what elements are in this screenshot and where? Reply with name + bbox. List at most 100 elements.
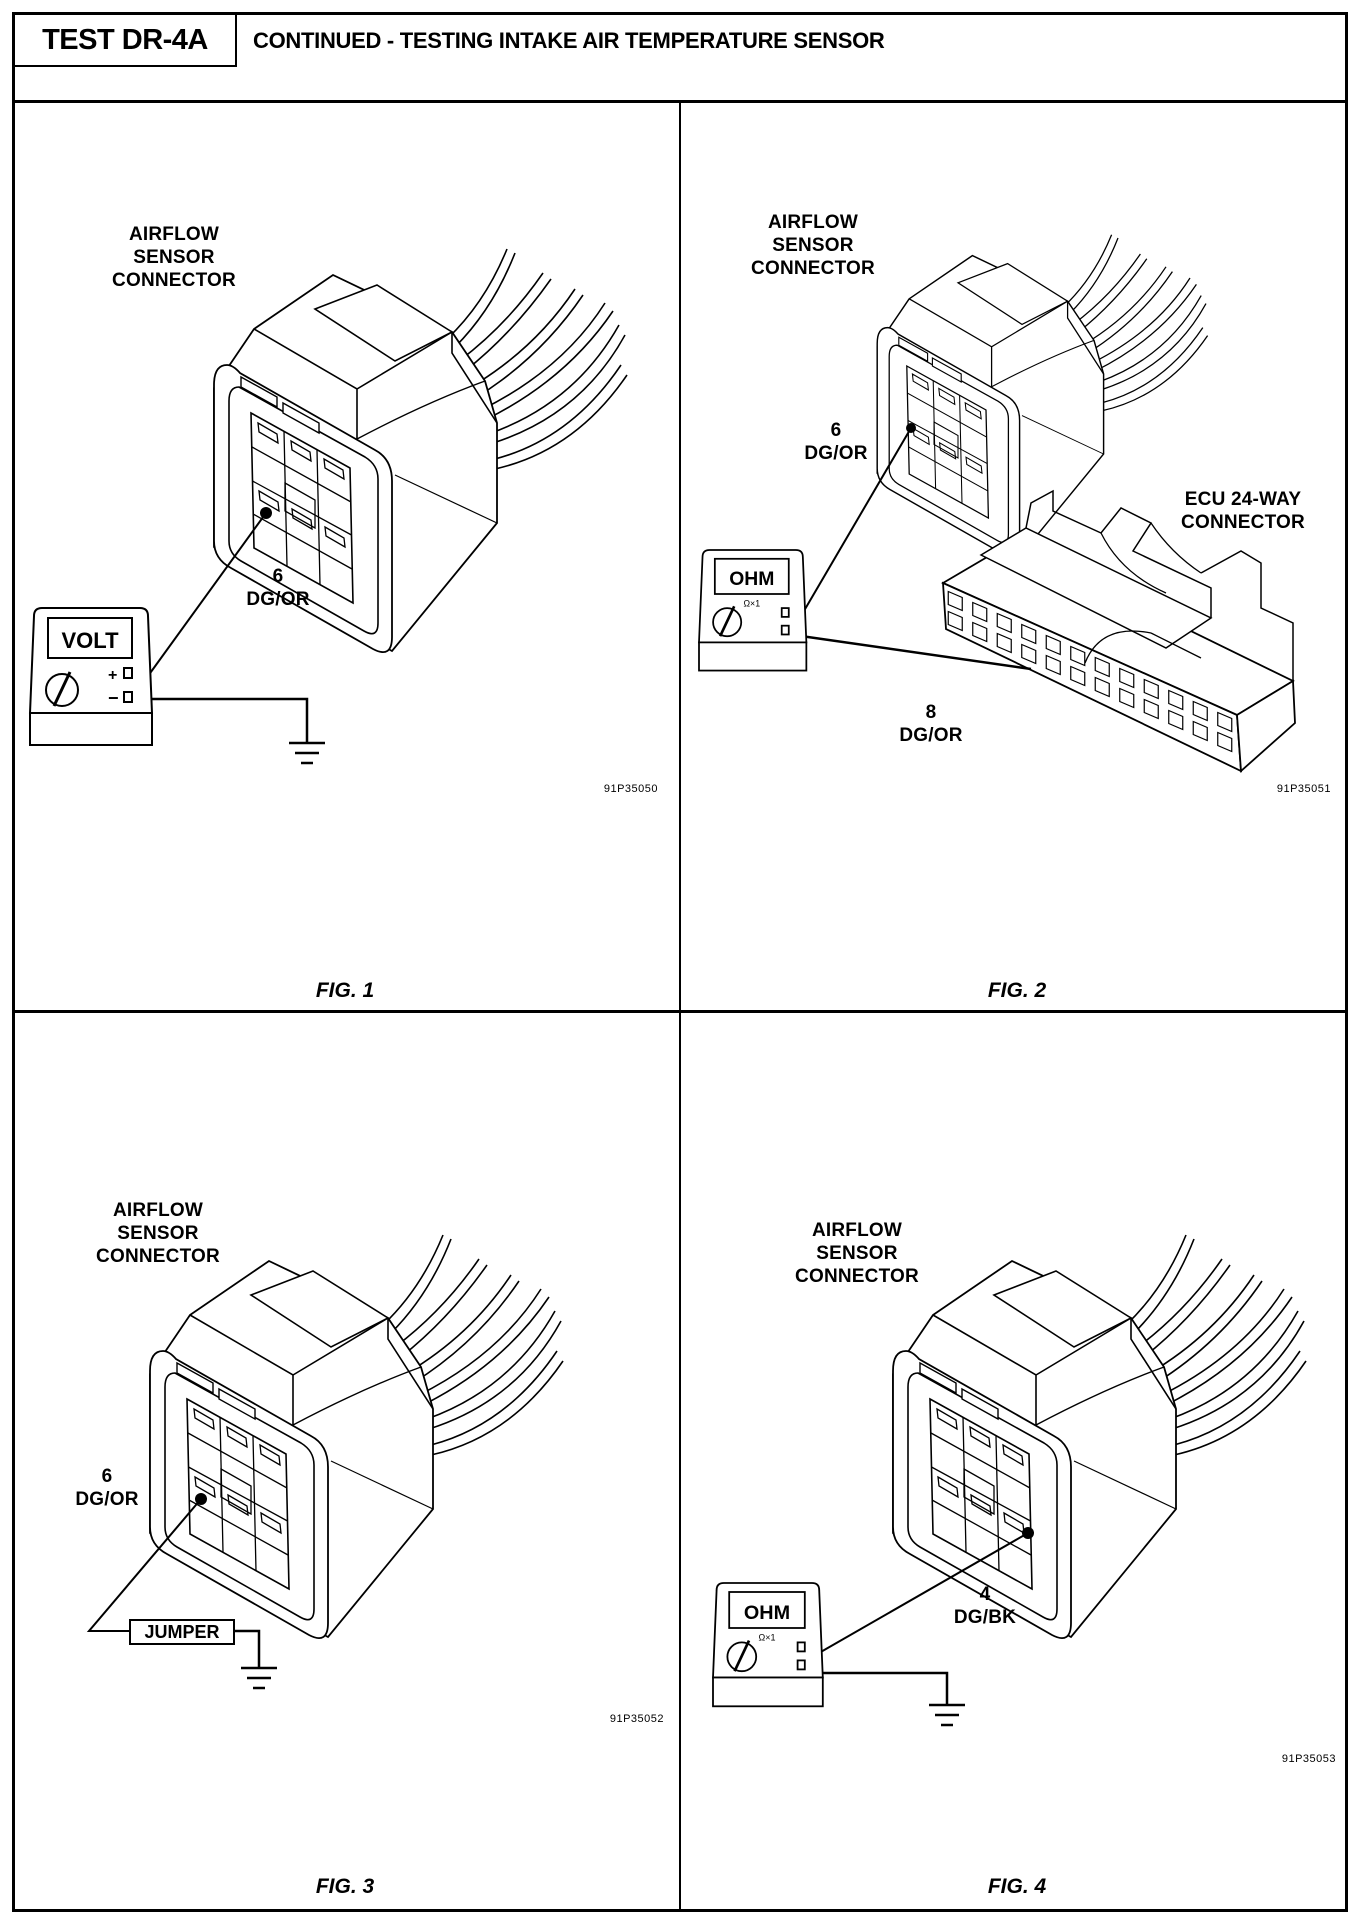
label-line: CONNECTOR bbox=[96, 1246, 220, 1267]
ohmmeter: OHM Ω×1 bbox=[698, 549, 808, 672]
figure-2-panel: OHM Ω×1 AIRFLOW SENSOR CONNECTOR 6 DG/OR… bbox=[681, 103, 1345, 1013]
figure-3-panel: JUMPER AIRFLOW SENSOR CONNECTOR 6 DG/OR … bbox=[15, 1013, 681, 1909]
sheet-header: TEST DR-4A CONTINUED - TESTING INTAKE AI… bbox=[15, 15, 1345, 103]
label-line: AIRFLOW bbox=[128, 224, 220, 245]
figure-code: 91P35051 bbox=[1276, 783, 1331, 795]
meter-display: OHM bbox=[744, 1602, 790, 1624]
label-line: CONNECTOR bbox=[795, 1266, 919, 1287]
figure-3-drawing bbox=[86, 1234, 564, 1690]
label-line: AIRFLOW bbox=[112, 1200, 204, 1221]
ecu-pin-cavity bbox=[1119, 687, 1135, 709]
page-title: CONTINUED - TESTING INTAKE AIR TEMPERATU… bbox=[253, 28, 885, 53]
ground-icon bbox=[927, 1703, 967, 1727]
figure-4-drawing: OHM Ω×1 bbox=[712, 1234, 1307, 1727]
jumper-wire: JUMPER bbox=[129, 1619, 235, 1645]
connector-label: AIRFLOW SENSOR CONNECTOR bbox=[112, 223, 236, 292]
label-line: AIRFLOW bbox=[811, 1220, 903, 1241]
ecu-pin-cavity bbox=[1021, 623, 1037, 645]
plus-terminal bbox=[123, 667, 133, 679]
meter-display: VOLT bbox=[61, 628, 119, 653]
wire-color: DG/OR bbox=[804, 443, 868, 464]
figure-caption: FIG. 4 bbox=[987, 1875, 1047, 1898]
label-line: CONNECTOR bbox=[751, 258, 875, 279]
ecu-pin-label: 8 DG/OR bbox=[899, 701, 962, 747]
ecu-pin-cavity bbox=[1045, 634, 1061, 656]
label-line: CONNECTOR bbox=[112, 270, 236, 291]
figure-caption: FIG. 3 bbox=[315, 1875, 375, 1898]
ground-icon bbox=[287, 741, 327, 765]
label-line: SENSOR bbox=[816, 1243, 898, 1264]
figure-4-panel: OHM Ω×1 AIRFLOW SENSOR CONNECTOR 4 DG/BK… bbox=[681, 1013, 1345, 1909]
figure-code: 91P35053 bbox=[1281, 1753, 1336, 1765]
pin-number: 4 bbox=[979, 1584, 991, 1605]
wire-color: DG/OR bbox=[899, 725, 963, 746]
pin-number: 6 bbox=[101, 1466, 113, 1487]
ecu-pin-cavity bbox=[1217, 711, 1233, 733]
figure-2-drawing: OHM Ω×1 bbox=[698, 234, 1296, 773]
ecu-pin-cavity bbox=[1143, 698, 1159, 720]
voltmeter: VOLT + − bbox=[28, 607, 154, 746]
ecu-pin-cavity bbox=[1021, 643, 1037, 665]
minus-terminal-label: − bbox=[108, 688, 119, 708]
ecu-pin-cavity bbox=[996, 632, 1012, 654]
label-line: AIRFLOW bbox=[767, 212, 859, 233]
ecu-pin-cavity bbox=[1070, 665, 1086, 687]
ecu-pin-cavity bbox=[1168, 709, 1184, 731]
ecu-pin-cavity bbox=[1143, 678, 1159, 700]
airflow-sensor-connector bbox=[876, 234, 1209, 559]
test-id: TEST DR-4A bbox=[15, 15, 237, 67]
test-sheet: TEST DR-4A CONTINUED - TESTING INTAKE AI… bbox=[12, 12, 1348, 1912]
ecu-pin-cavity bbox=[947, 590, 963, 612]
ecu-pin-cavity bbox=[1045, 654, 1061, 676]
ecu-pin-cavity bbox=[947, 610, 963, 632]
meter-lead-1 bbox=[800, 427, 912, 617]
airflow-sensor-connector bbox=[892, 1234, 1307, 1640]
positive-lead bbox=[147, 512, 267, 677]
pin-number: 6 bbox=[830, 420, 842, 441]
ohmmeter: OHM Ω×1 bbox=[712, 1582, 824, 1708]
terminal-1 bbox=[780, 607, 790, 618]
meter-lead-1 bbox=[818, 1532, 1029, 1654]
ecu-pin-cavity bbox=[1070, 645, 1086, 667]
figure-1-panel: VOLT + − AIRFLOW SENSOR CONNECTOR 6 DG/O… bbox=[15, 103, 681, 1013]
label-line: SENSOR bbox=[117, 1223, 199, 1244]
negative-lead bbox=[148, 697, 309, 743]
figure-1-drawing: VOLT + − bbox=[28, 248, 628, 765]
airflow-sensor-connector bbox=[149, 1234, 564, 1640]
pin-number: 6 bbox=[272, 566, 284, 587]
label-line: SENSOR bbox=[772, 235, 854, 256]
ecu-connector-label: ECU 24-WAY CONNECTOR bbox=[1181, 488, 1305, 534]
ecu-pin-cavity bbox=[1168, 689, 1184, 711]
pin-label: 6 DG/OR bbox=[804, 419, 867, 465]
terminal-1 bbox=[796, 1641, 806, 1653]
range-label: Ω×1 bbox=[759, 1633, 776, 1643]
figure-code: 91P35050 bbox=[603, 783, 658, 795]
ecu-pin-cavity bbox=[1192, 720, 1208, 742]
jumper-lead bbox=[86, 1498, 202, 1632]
pin-label: 4 DG/BK bbox=[954, 1583, 1016, 1629]
ecu-pin-cavity bbox=[972, 621, 988, 643]
ecu-pin-cavity bbox=[1094, 656, 1110, 678]
ecu-pin-cavity bbox=[1119, 667, 1135, 689]
ecu-pin-cavity bbox=[1217, 731, 1233, 753]
ecu-24-way-connector bbox=[941, 489, 1296, 773]
connector-label: AIRFLOW SENSOR CONNECTOR bbox=[96, 1199, 220, 1268]
label-line: SENSOR bbox=[133, 247, 215, 268]
wire-color: DG/OR bbox=[246, 589, 310, 610]
ground-icon bbox=[239, 1666, 279, 1690]
meter-display: OHM bbox=[729, 568, 774, 590]
ground-lead bbox=[819, 1671, 949, 1705]
ground-lead bbox=[235, 1629, 261, 1668]
ecu-pin-cavity bbox=[1094, 676, 1110, 698]
connector-label: AIRFLOW SENSOR CONNECTOR bbox=[751, 211, 875, 280]
meter-lead-2 bbox=[800, 634, 1032, 671]
plus-terminal-label: + bbox=[108, 667, 117, 684]
wire-color: DG/OR bbox=[75, 1489, 139, 1510]
figure-code: 91P35052 bbox=[609, 1713, 664, 1725]
wire-color: DG/BK bbox=[953, 1607, 1017, 1628]
minus-terminal bbox=[123, 691, 133, 703]
ecu-pin-cavity bbox=[972, 601, 988, 623]
connector-label: AIRFLOW SENSOR CONNECTOR bbox=[795, 1219, 919, 1288]
range-label: Ω×1 bbox=[743, 598, 760, 608]
figure-caption: FIG. 2 bbox=[987, 979, 1047, 1002]
